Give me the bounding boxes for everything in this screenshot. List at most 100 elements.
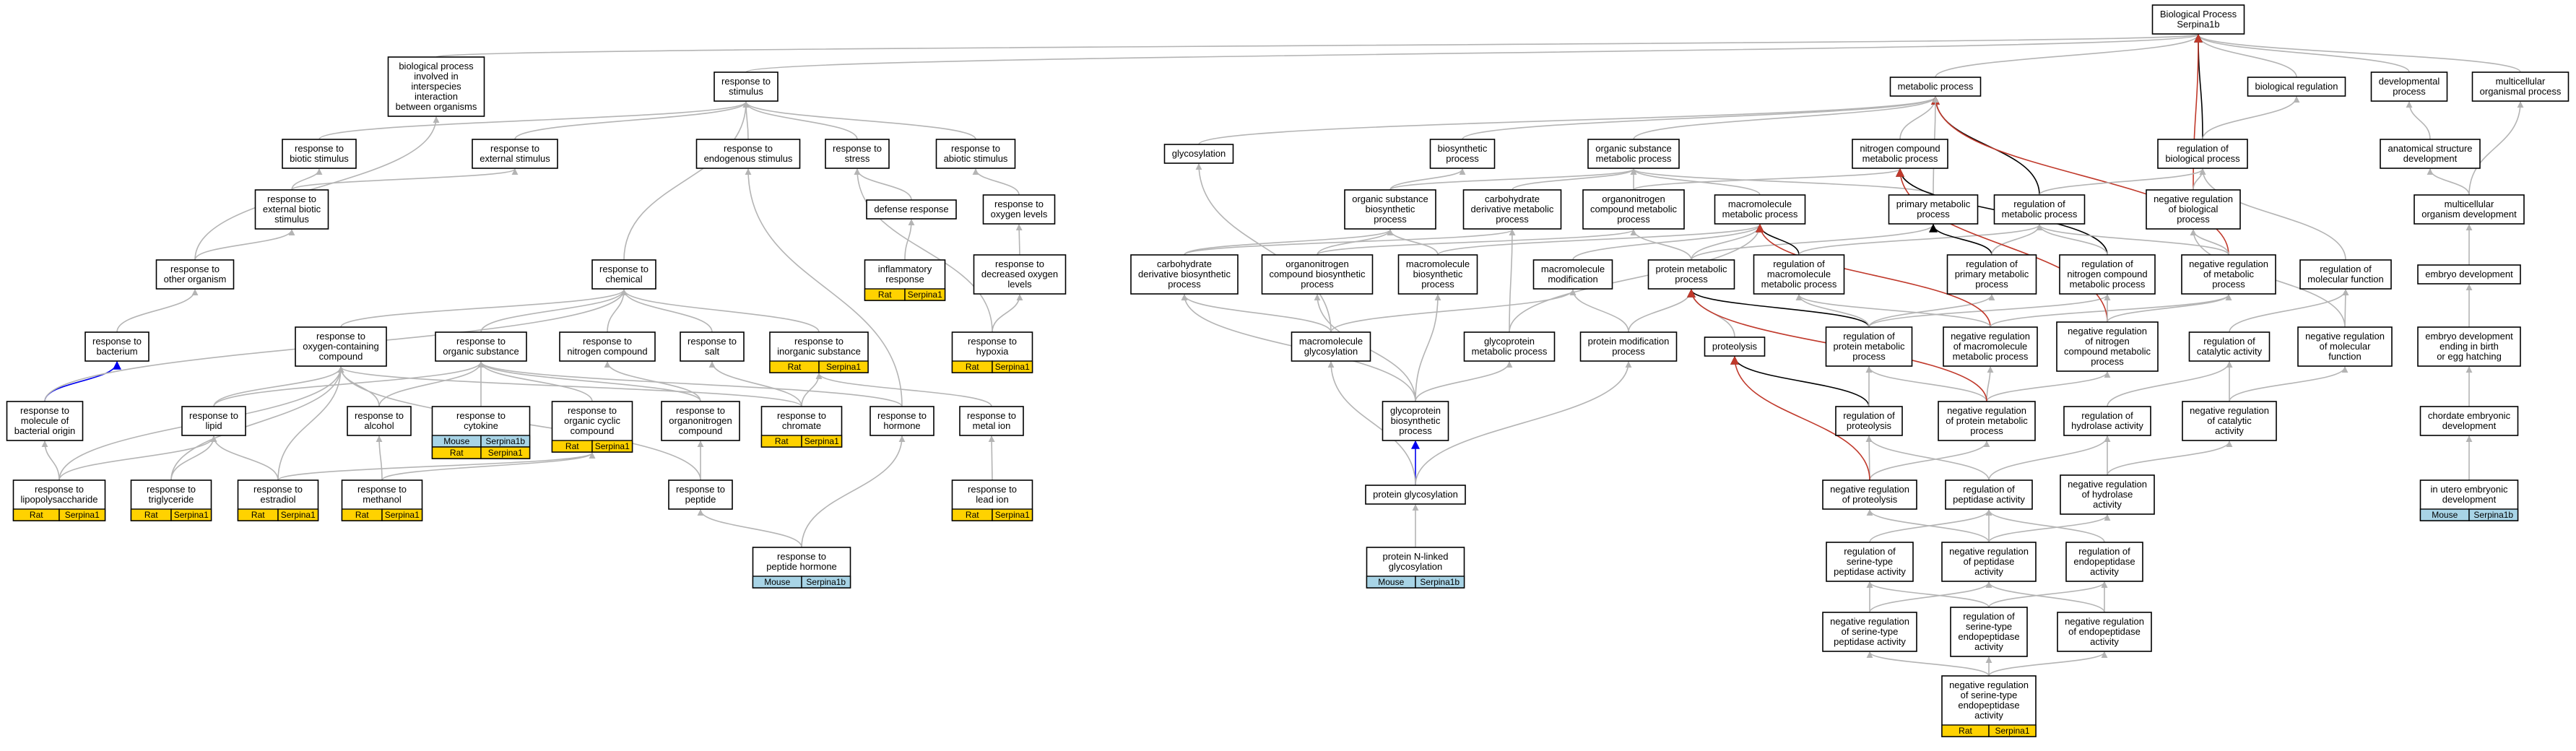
go-term-proteolysis[interactable]: proteolysis (1704, 337, 1766, 357)
go-term-defense[interactable]: defense response (866, 199, 957, 220)
gene-tag-cell (801, 576, 851, 589)
go-term-embryo-dev[interactable]: embryo development (2417, 264, 2521, 285)
edge-default (277, 452, 596, 481)
go-term-glycosylation[interactable]: glycosylation (1163, 144, 1234, 164)
edge-red (1730, 355, 1870, 481)
go-term-metabolic[interactable]: metabolic process (1889, 77, 1982, 97)
go-term-bio-reg[interactable]: biological regulation (2247, 77, 2346, 97)
edge-default (1184, 229, 1516, 256)
go-term-protein-glyco[interactable]: protein glycosylation (1365, 485, 1466, 505)
go-term-reg-serine-endo[interactable]: regulation ofserine-typeendopeptidaseact… (1950, 607, 2028, 657)
